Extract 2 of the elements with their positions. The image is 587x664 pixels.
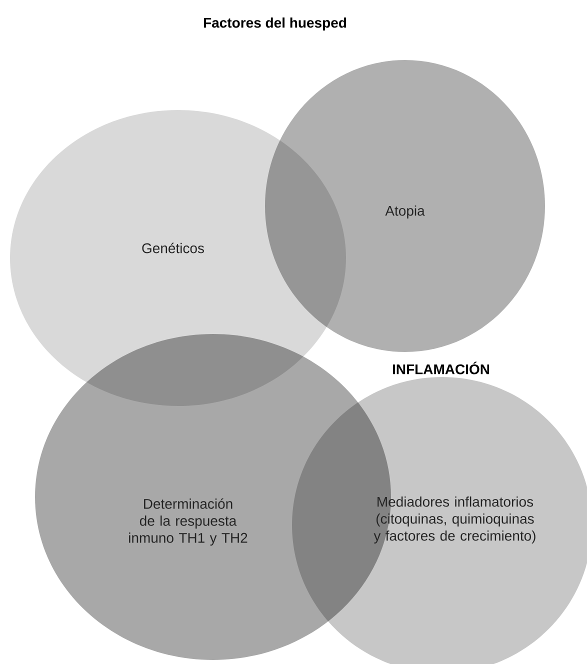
title: Factores del huesped [204, 17, 346, 31]
heading: INFLAMACIÓN [392, 362, 490, 374]
